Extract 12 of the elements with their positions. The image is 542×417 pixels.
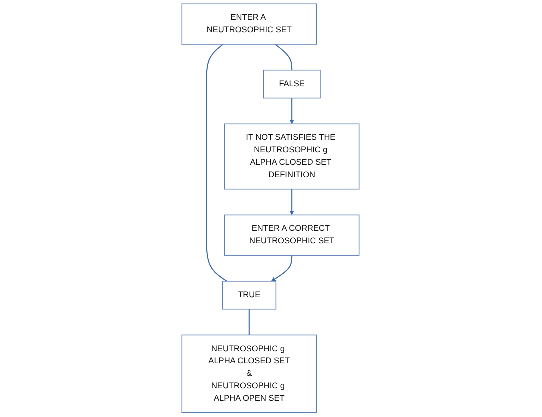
node-box: ENTER A CORRECT NEUTROSOPHIC SET [224,214,360,256]
node-box: FALSE [264,70,322,99]
arrow [290,98,295,124]
node-box: IT NOT SATISFIES THE NEUTROSOPHIC g ALPHA CLOSED SET DEFINITION [224,124,360,190]
connector [206,44,228,282]
node-box: NEUTROSOPHIC g ALPHA CLOSED SET & NEUTROSOPHIC g ALPHA OPEN SET [182,334,318,414]
arrow [272,256,293,282]
connector [249,309,250,336]
connector [275,44,293,70]
node-box: TRUE [222,281,277,310]
node-box: ENTER A NEUTROSOPHIC SET [182,4,318,45]
arrow [290,189,295,216]
